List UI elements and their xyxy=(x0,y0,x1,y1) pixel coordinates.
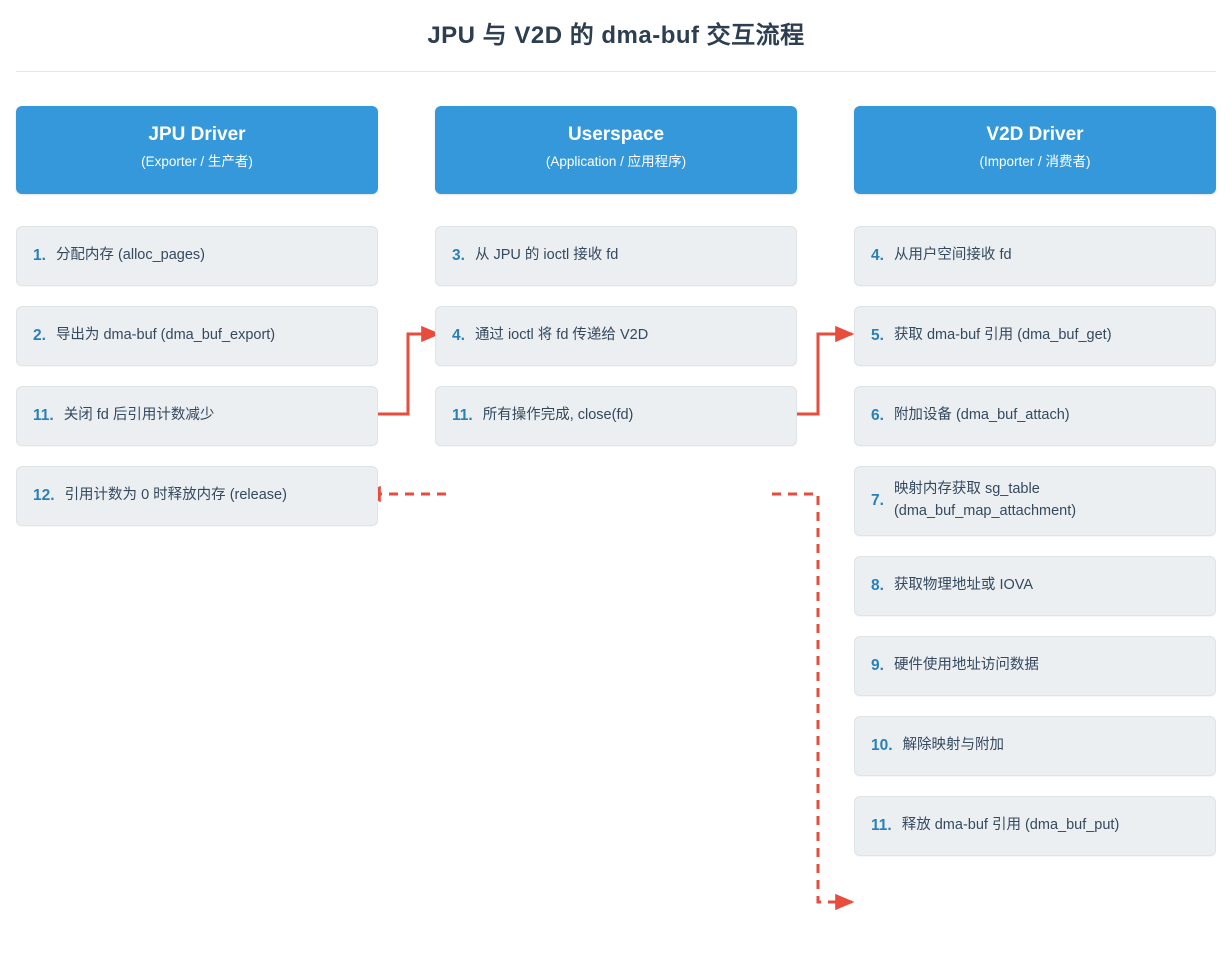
step-text: 通过 ioctl 将 fd 传递给 V2D xyxy=(474,326,649,343)
step-card[interactable]: 8. 获取物理地址或 IOVA xyxy=(854,555,1216,616)
step-number: 6. xyxy=(871,406,884,424)
steps-list-userspace: 3. 从 JPU 的 ioctl 接收 fd 4. 通过 ioctl 将 fd … xyxy=(435,225,797,446)
column-header-subtitle: (Exporter / 生产者) xyxy=(141,153,253,169)
column-header-jpu-driver: JPU Driver (Exporter / 生产者) xyxy=(16,105,378,194)
step-number: 2. xyxy=(33,326,46,344)
step-card[interactable]: 11. 所有操作完成, close(fd) xyxy=(435,385,797,446)
step-text: 分配内存 (alloc_pages) xyxy=(55,246,206,263)
step-number: 10. xyxy=(871,736,893,754)
step-number: 11. xyxy=(871,816,892,834)
step-card[interactable]: 3. 从 JPU 的 ioctl 接收 fd xyxy=(435,225,797,286)
step-number: 4. xyxy=(871,246,884,264)
step-card[interactable]: 4. 从用户空间接收 fd xyxy=(854,225,1216,286)
steps-list-v2d-driver: 4. 从用户空间接收 fd 5. 获取 dma-buf 引用 (dma_buf_… xyxy=(854,225,1216,856)
step-card[interactable]: 7. 映射内存获取 sg_table (dma_buf_map_attachme… xyxy=(854,465,1216,536)
column-v2d-driver: V2D Driver (Importer / 消费者) 4. 从用户空间接收 f… xyxy=(854,105,1216,856)
step-card[interactable]: 9. 硬件使用地址访问数据 xyxy=(854,635,1216,696)
step-text: 获取 dma-buf 引用 (dma_buf_get) xyxy=(893,326,1112,343)
column-jpu-driver: JPU Driver (Exporter / 生产者) 1. 分配内存 (all… xyxy=(16,105,378,526)
step-card[interactable]: 2. 导出为 dma-buf (dma_buf_export) xyxy=(16,305,378,366)
column-header-subtitle: (Application / 应用程序) xyxy=(545,153,687,169)
step-number: 11. xyxy=(452,406,473,424)
title-divider xyxy=(16,70,1216,72)
step-number: 3. xyxy=(452,246,465,264)
step-number: 4. xyxy=(452,326,465,344)
column-header-title: Userspace xyxy=(567,123,665,145)
step-number: 12. xyxy=(33,486,55,504)
column-header-title: V2D Driver xyxy=(986,123,1084,145)
step-card[interactable]: 12. 引用计数为 0 时释放内存 (release) xyxy=(16,465,378,526)
step-card[interactable]: 11. 关闭 fd 后引用计数减少 xyxy=(16,385,378,446)
steps-list-jpu-driver: 1. 分配内存 (alloc_pages) 2. 导出为 dma-buf (dm… xyxy=(16,225,378,526)
step-number: 9. xyxy=(871,656,884,674)
step-number: 1. xyxy=(33,246,46,264)
step-text: 附加设备 (dma_buf_attach) xyxy=(893,406,1070,423)
step-text: 从用户空间接收 fd xyxy=(893,246,1012,263)
step-text: 解除映射与附加 xyxy=(902,736,1005,753)
step-card[interactable]: 11. 释放 dma-buf 引用 (dma_buf_put) xyxy=(854,795,1216,856)
step-text: 获取物理地址或 IOVA xyxy=(893,576,1034,593)
step-text: 所有操作完成, close(fd) xyxy=(482,406,634,423)
step-text: 从 JPU 的 ioctl 接收 fd xyxy=(474,246,619,263)
step-text: 导出为 dma-buf (dma_buf_export) xyxy=(55,326,276,343)
step-card[interactable]: 5. 获取 dma-buf 引用 (dma_buf_get) xyxy=(854,305,1216,366)
step-card[interactable]: 1. 分配内存 (alloc_pages) xyxy=(16,225,378,286)
page-title: JPU 与 V2D 的 dma-buf 交互流程 xyxy=(427,22,805,49)
step-text: 映射内存获取 sg_table (dma_buf_map_attachment) xyxy=(893,481,1077,519)
step-number: 8. xyxy=(871,576,884,594)
column-header-subtitle: (Importer / 消费者) xyxy=(979,153,1091,169)
step-card[interactable]: 6. 附加设备 (dma_buf_attach) xyxy=(854,385,1216,446)
column-header-title: JPU Driver xyxy=(148,123,246,145)
column-header-userspace: Userspace (Application / 应用程序) xyxy=(435,105,797,194)
step-text: 释放 dma-buf 引用 (dma_buf_put) xyxy=(901,816,1120,833)
step-number: 5. xyxy=(871,326,884,344)
flow-board: JPU Driver (Exporter / 生产者) 1. 分配内存 (all… xyxy=(0,72,1232,910)
columns-container: JPU Driver (Exporter / 生产者) 1. 分配内存 (all… xyxy=(16,72,1216,856)
step-number: 11. xyxy=(33,406,54,424)
column-userspace: Userspace (Application / 应用程序) 3. 从 JPU … xyxy=(435,105,797,446)
step-card[interactable]: 4. 通过 ioctl 将 fd 传递给 V2D xyxy=(435,305,797,366)
step-number: 7. xyxy=(871,491,884,509)
step-card[interactable]: 10. 解除映射与附加 xyxy=(854,715,1216,776)
step-text: 关闭 fd 后引用计数减少 xyxy=(63,406,215,423)
column-header-v2d-driver: V2D Driver (Importer / 消费者) xyxy=(854,105,1216,194)
step-text: 硬件使用地址访问数据 xyxy=(893,656,1039,673)
step-text: 引用计数为 0 时释放内存 (release) xyxy=(64,486,287,503)
